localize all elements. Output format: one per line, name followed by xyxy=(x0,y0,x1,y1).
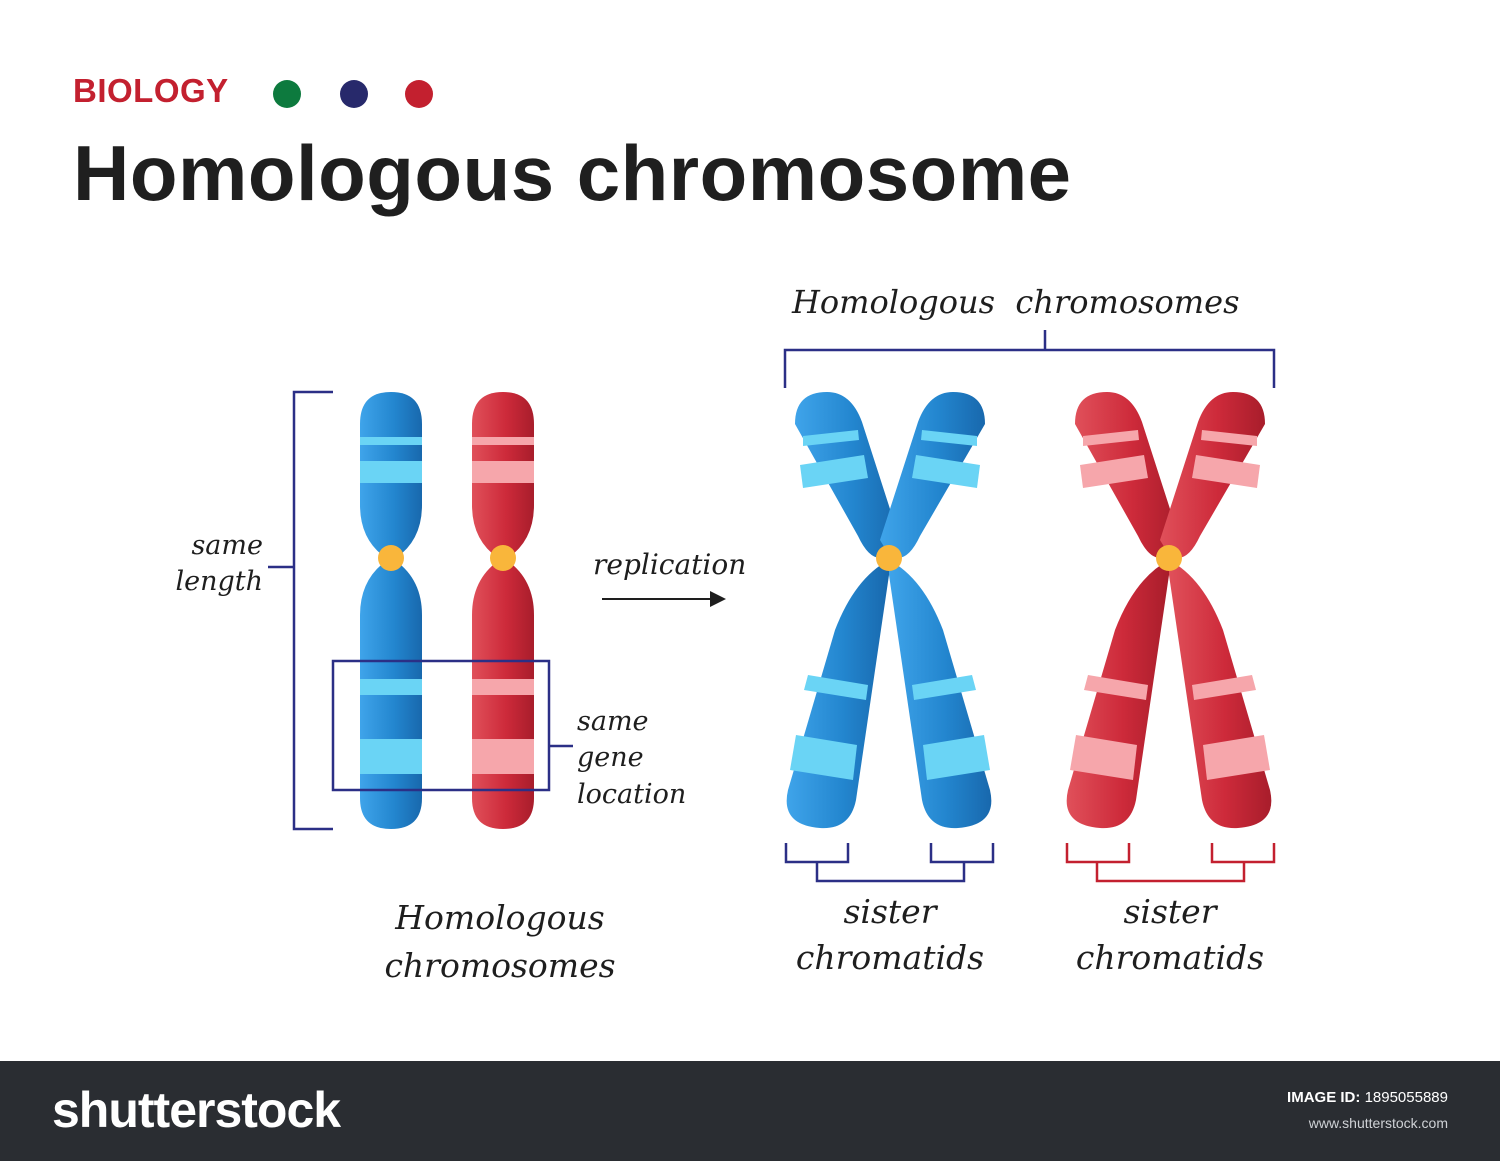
subject-label: BIOLOGY xyxy=(73,72,229,109)
same-gene-location-label: same gene location xyxy=(577,704,686,813)
replication-label: replication xyxy=(593,548,747,581)
same-length-label: same length xyxy=(165,528,263,601)
blue-caption-line2: chromatids xyxy=(795,938,985,978)
same-gene-line3: location xyxy=(577,778,687,810)
replication-arrow xyxy=(602,591,726,607)
same-length-bracket xyxy=(268,390,333,831)
blue-caption-line1: sister xyxy=(843,892,937,931)
blue-sister-chromatids-label: sister chromatids xyxy=(775,889,1005,981)
left-caption-line2: chromosomes xyxy=(384,945,616,985)
watermark-logo: shutterstock xyxy=(52,1082,341,1138)
page-title: Homologous chromosome xyxy=(73,129,1072,217)
image-id-label: IMAGE ID: xyxy=(1287,1089,1361,1106)
same-gene-line2: gene xyxy=(577,742,644,774)
red-centromere xyxy=(490,545,516,571)
homologous-chromosomes-label: Homologous chromosomes xyxy=(792,283,1240,321)
watermark-url: www.shutterstock.com xyxy=(1308,1115,1448,1131)
same-length-line1: same xyxy=(191,530,263,561)
same-length-line2: length xyxy=(175,566,263,598)
green-dot xyxy=(273,80,301,108)
red-sister-chromatids-label: sister chromatids xyxy=(1055,889,1285,981)
red-caption-line1: sister xyxy=(1123,892,1217,931)
blue-sister-bracket xyxy=(784,843,995,883)
red-x-centromere xyxy=(1156,545,1182,571)
navy-dot xyxy=(340,80,368,108)
image-id: IMAGE ID: 1895055889 xyxy=(1287,1089,1448,1106)
same-gene-line1: same xyxy=(577,706,649,737)
left-caption-line1: Homologous xyxy=(395,898,605,937)
watermark-footer: shutterstock IMAGE ID: 1895055889 www.sh… xyxy=(0,1061,1500,1161)
red-caption-line2: chromatids xyxy=(1075,938,1265,978)
red-dot xyxy=(405,80,433,108)
blue-centromere xyxy=(378,545,404,571)
homologous-bracket xyxy=(783,330,1276,388)
image-id-value: 1895055889 xyxy=(1364,1089,1448,1106)
blue-chromosome xyxy=(360,392,422,829)
gene-location-box xyxy=(331,659,551,792)
red-sister-bracket xyxy=(1065,843,1276,883)
red-x-chromosome xyxy=(1066,392,1272,829)
blue-x-chromosome xyxy=(786,392,992,829)
left-caption: Homologous chromosomes xyxy=(370,894,630,990)
blue-x-centromere xyxy=(876,545,902,571)
red-chromosome xyxy=(472,392,534,829)
